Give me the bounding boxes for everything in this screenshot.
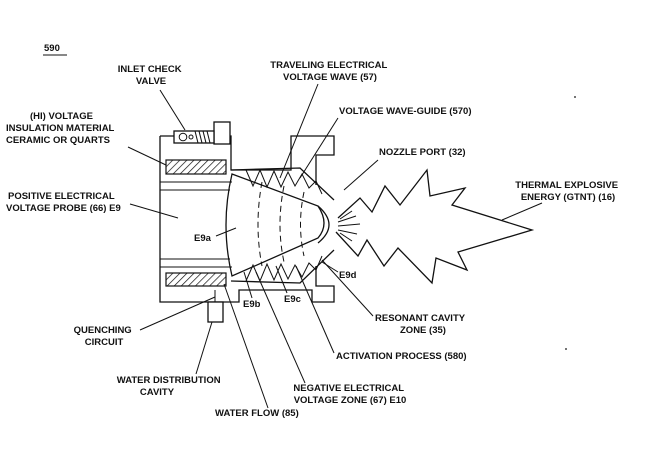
label-e9b: E9b xyxy=(243,299,261,310)
traveling-wave-top xyxy=(245,168,323,195)
figure-number: 590 xyxy=(44,43,60,54)
label-e9d: E9d xyxy=(339,270,357,281)
label-inlet-check-valve: INLET CHECK VALVE xyxy=(118,64,185,87)
water-distribution-cavity xyxy=(207,301,224,323)
conical-electrode xyxy=(225,173,325,277)
inlet-fitting xyxy=(213,121,231,145)
label-nozzle-port: NOZZLE PORT (32) xyxy=(379,147,466,158)
label-positive-probe: POSITIVE ELECTRICAL VOLTAGE PROBE (66) E… xyxy=(6,191,121,214)
scan-speck xyxy=(574,96,576,98)
label-quenching-circuit: QUENCHING CIRCUIT xyxy=(74,325,135,348)
label-hi-voltage-insulation: (HI) VOLTAGE INSULATION MATERIAL CERAMIC… xyxy=(6,111,117,146)
label-negative-zone: NEGATIVE ELECTRICAL VOLTAGE ZONE (67) E1… xyxy=(293,383,406,406)
spark-rays xyxy=(337,210,361,242)
label-water-distribution: WATER DISTRIBUTION CAVITY xyxy=(117,375,223,398)
inlet-check-valve xyxy=(173,130,215,144)
label-thermal-energy: THERMAL EXPLOSIVE ENERGY (GTNT) (16) xyxy=(515,180,620,203)
label-e9a: E9a xyxy=(194,233,212,244)
label-resonant-cavity: RESONANT CAVITY ZONE (35) xyxy=(375,313,468,336)
scan-speck xyxy=(565,348,567,350)
label-traveling-wave: TRAVELING ELECTRICAL VOLTAGE WAVE (57) xyxy=(270,60,389,83)
label-activation-process: ACTIVATION PROCESS (580) xyxy=(336,351,467,362)
insulation-top xyxy=(165,159,227,175)
wave-guide-outer xyxy=(230,167,335,284)
insulation-bottom xyxy=(165,272,227,287)
label-e9c: E9c xyxy=(284,294,301,305)
label-water-flow: WATER FLOW (85) xyxy=(215,408,299,419)
label-voltage-wave-guide: VOLTAGE WAVE-GUIDE (570) xyxy=(339,106,472,117)
housing-body xyxy=(159,135,335,303)
thermal-energy-flame xyxy=(335,168,535,285)
nozzle-tip xyxy=(317,205,330,244)
